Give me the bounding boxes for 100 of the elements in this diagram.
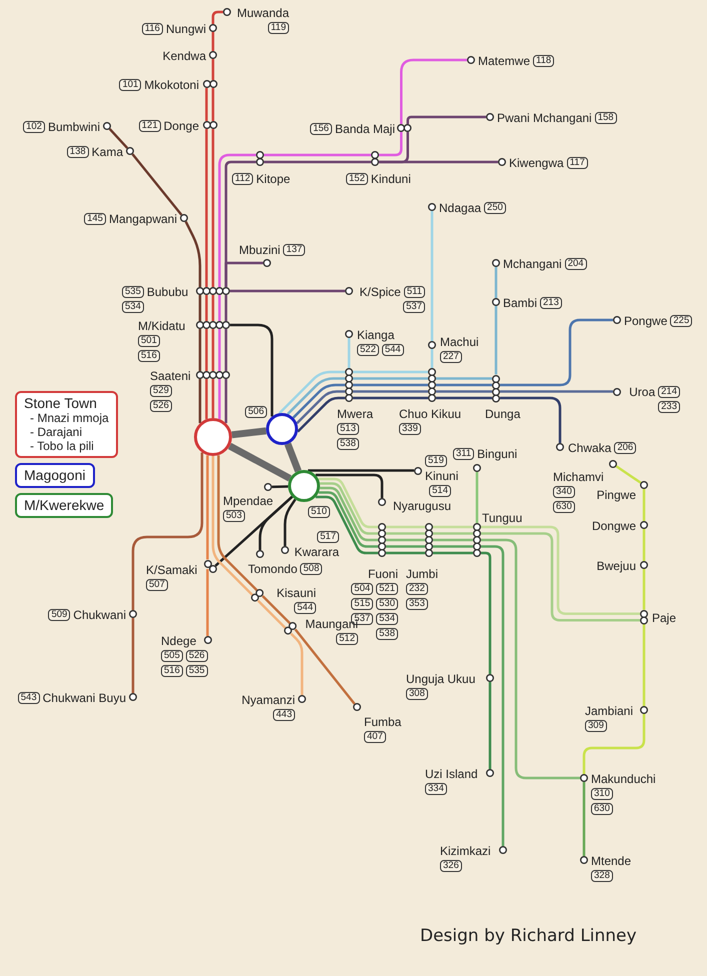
hub-circle bbox=[266, 413, 298, 445]
route-line bbox=[212, 379, 214, 418]
station-marker bbox=[486, 674, 494, 682]
station-marker bbox=[486, 113, 494, 121]
route-line bbox=[406, 116, 486, 124]
route-line bbox=[284, 498, 296, 546]
route-line bbox=[436, 390, 492, 393]
credit-text: Design by Richard Linney bbox=[420, 926, 637, 946]
route-line bbox=[318, 491, 378, 548]
route-number: 326 bbox=[440, 860, 462, 872]
route-number: 526 bbox=[150, 400, 172, 412]
route-line bbox=[198, 329, 202, 371]
route-number: 535 bbox=[186, 664, 208, 676]
route-line bbox=[500, 396, 562, 443]
route-line bbox=[278, 370, 345, 414]
route-line bbox=[224, 295, 228, 321]
station-name: Kwarara bbox=[294, 544, 339, 558]
route-number: 227 bbox=[440, 350, 462, 362]
station-marker bbox=[613, 316, 621, 324]
station-marker bbox=[298, 695, 306, 703]
route-line bbox=[642, 624, 646, 706]
station-name: Dongwe bbox=[592, 518, 636, 532]
station-marker bbox=[129, 693, 137, 701]
station-name: Chuo Kikuu bbox=[399, 406, 462, 420]
station-name: Chukwani bbox=[73, 608, 126, 622]
station-name: Bwejuu bbox=[596, 558, 636, 572]
route-line bbox=[205, 329, 208, 371]
station-name: K/Spice bbox=[359, 284, 401, 298]
station-name: Kizimkazi bbox=[440, 844, 491, 858]
hub-circle bbox=[194, 418, 232, 456]
hub-circle bbox=[288, 470, 320, 502]
station-marker bbox=[204, 636, 212, 644]
route-number: 443 bbox=[273, 708, 295, 720]
route-line bbox=[433, 552, 473, 554]
key-panel bbox=[15, 391, 118, 458]
station-name: Matemwe bbox=[478, 54, 530, 68]
station-marker bbox=[609, 460, 617, 468]
interchange-marker bbox=[425, 523, 433, 557]
interchange-marker bbox=[492, 374, 500, 402]
station-marker bbox=[486, 769, 494, 777]
station-marker bbox=[345, 287, 353, 295]
station-name: Kisauni bbox=[276, 586, 316, 600]
key-panel bbox=[15, 493, 114, 518]
route-line bbox=[132, 452, 204, 610]
route-line bbox=[386, 532, 425, 535]
connector-line bbox=[228, 442, 292, 482]
station-marker bbox=[580, 856, 588, 864]
station-marker bbox=[180, 214, 188, 222]
route-line bbox=[436, 384, 492, 386]
station-marker bbox=[126, 147, 134, 155]
station-name: Mkokotoni bbox=[144, 78, 199, 92]
route-line bbox=[206, 455, 209, 560]
route-number: 117 bbox=[566, 156, 588, 168]
interchange-marker bbox=[251, 589, 264, 602]
route-line bbox=[400, 58, 467, 124]
station-name: Mchangani bbox=[503, 256, 562, 270]
route-line bbox=[353, 396, 428, 400]
route-line bbox=[224, 379, 228, 424]
interchange-marker bbox=[196, 287, 230, 295]
route-line bbox=[353, 370, 428, 374]
station-name: Kinduni bbox=[370, 172, 411, 186]
route-line bbox=[318, 478, 378, 528]
route-number: 112 bbox=[232, 172, 254, 184]
route-line bbox=[616, 465, 642, 484]
station-marker bbox=[209, 51, 217, 59]
station-name: Mbuzini bbox=[239, 242, 280, 256]
route-line bbox=[264, 154, 371, 156]
route-line bbox=[433, 532, 473, 535]
station-marker bbox=[640, 521, 648, 529]
route-number: 339 bbox=[399, 422, 421, 434]
key-panel bbox=[15, 463, 94, 488]
interchange-marker bbox=[204, 560, 216, 572]
station-name: Chukwani Buyu bbox=[42, 690, 126, 704]
station-name: Nyamanzi bbox=[242, 692, 295, 706]
connector-line bbox=[284, 442, 302, 472]
route-line bbox=[500, 390, 613, 393]
route-number: 233 bbox=[658, 400, 680, 412]
station-name: Jambiani bbox=[585, 704, 634, 718]
route-line bbox=[353, 390, 428, 393]
route-number: 225 bbox=[670, 314, 692, 326]
route-line bbox=[257, 600, 286, 629]
route-number: 521 bbox=[376, 582, 398, 594]
station-name: Nungwi bbox=[166, 22, 206, 36]
route-line bbox=[206, 569, 209, 636]
station-name: Tomondo bbox=[248, 562, 298, 576]
station-marker bbox=[264, 483, 272, 491]
interchange-marker bbox=[397, 124, 412, 132]
key-item: - Darajani bbox=[29, 425, 84, 439]
route-number: 340 bbox=[553, 486, 575, 498]
route-number: 516 bbox=[161, 664, 183, 676]
route-number: 506 bbox=[245, 406, 267, 418]
route-number: 543 bbox=[18, 692, 40, 704]
route-line bbox=[316, 474, 384, 498]
station-name: Nyarugusu bbox=[392, 498, 451, 512]
route-line bbox=[212, 59, 214, 80]
station-marker bbox=[223, 8, 231, 16]
route-number: 138 bbox=[66, 146, 89, 158]
route-line bbox=[205, 295, 208, 321]
route-line bbox=[642, 489, 646, 521]
route-line bbox=[481, 538, 580, 780]
